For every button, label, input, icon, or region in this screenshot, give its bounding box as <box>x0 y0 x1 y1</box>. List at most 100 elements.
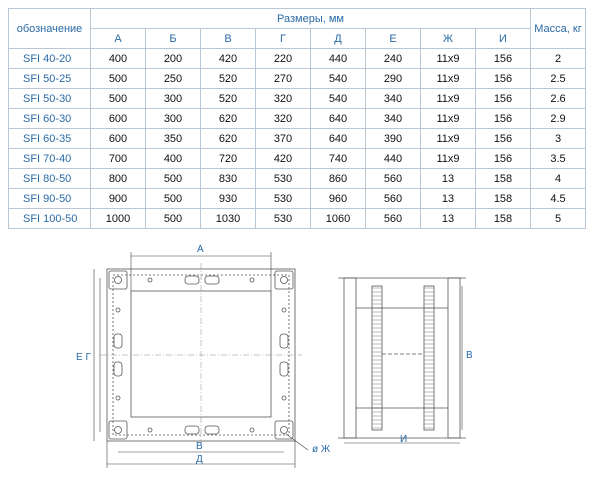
column-header: И <box>475 28 531 49</box>
designation-cell: SFI 70-40 <box>8 148 91 169</box>
dimension-cell: 520 <box>200 88 256 109</box>
dimension-cell: 560 <box>365 208 421 229</box>
dimension-cell: 540 <box>310 88 366 109</box>
dimension-cell: 830 <box>200 168 256 189</box>
dimension-cell: 620 <box>200 108 256 129</box>
mass-cell: 2 <box>530 48 586 69</box>
right-fabric-band <box>423 285 435 431</box>
dimension-cell: 640 <box>310 128 366 149</box>
dim-label-i: И <box>400 434 407 445</box>
dimension-cell: 350 <box>145 128 201 149</box>
hole <box>147 277 153 283</box>
dimension-cell: 530 <box>255 188 311 209</box>
hole <box>114 276 122 284</box>
dimension-cell: 156 <box>475 68 531 89</box>
dimension-cell: 420 <box>200 48 256 69</box>
corner-bracket <box>274 270 294 290</box>
dimension-cell: 720 <box>200 148 256 169</box>
hole <box>280 276 288 284</box>
designation-cell: SFI 50-30 <box>8 88 91 109</box>
hole <box>281 395 287 401</box>
dimension-cell: 320 <box>255 108 311 129</box>
dimension-cell: 11x9 <box>420 108 476 129</box>
dimension-cell: 156 <box>475 128 531 149</box>
dimension-cell: 13 <box>420 208 476 229</box>
dimension-cell: 500 <box>145 168 201 189</box>
mass-cell: 3.5 <box>530 148 586 169</box>
mass-cell: 5 <box>530 208 586 229</box>
dimension-cell: 250 <box>145 68 201 89</box>
corner-brackets <box>108 270 294 440</box>
slot <box>184 275 200 285</box>
dimension-cell: 11x9 <box>420 68 476 89</box>
dimension-cell: 420 <box>255 148 311 169</box>
dimension-cell: 240 <box>365 48 421 69</box>
dimension-cell: 11x9 <box>420 148 476 169</box>
dimension-cell: 500 <box>90 88 146 109</box>
front-view <box>93 252 309 468</box>
designation-cell: SFI 90-50 <box>8 188 91 209</box>
dimension-cell: 560 <box>365 188 421 209</box>
dimension-cell: 500 <box>145 188 201 209</box>
hole <box>249 277 255 283</box>
dimension-cell: 156 <box>475 88 531 109</box>
mass-cell: 4.5 <box>530 188 586 209</box>
column-header: Ж <box>420 28 476 49</box>
dim-label-v: В <box>196 441 203 452</box>
dimension-cell: 1060 <box>310 208 366 229</box>
hole-leader <box>285 433 309 451</box>
side-dimension-lines <box>344 286 463 444</box>
side-slots <box>113 275 289 435</box>
column-header: Д <box>310 28 366 49</box>
mass-cell: 2.9 <box>530 108 586 129</box>
dim-label-hole: ø Ж <box>312 444 331 455</box>
side-view <box>338 277 466 444</box>
dimension-cell: 370 <box>255 128 311 149</box>
left-fabric-band <box>371 285 383 431</box>
dimension-cell: 158 <box>475 208 531 229</box>
dimension-cell: 156 <box>475 148 531 169</box>
dimension-cell: 340 <box>365 108 421 129</box>
hole <box>115 395 121 401</box>
dimension-cell: 11x9 <box>420 128 476 149</box>
hole <box>114 426 122 434</box>
column-header: Б <box>145 28 201 49</box>
dimension-cell: 13 <box>420 188 476 209</box>
hole <box>281 307 287 313</box>
dimension-cell: 500 <box>145 208 201 229</box>
dimension-cell: 520 <box>200 68 256 89</box>
dimension-cell: 560 <box>365 168 421 189</box>
dim-label-a: А <box>197 244 204 255</box>
hole <box>115 307 121 313</box>
dimension-cell: 1000 <box>90 208 146 229</box>
dimension-cell: 530 <box>255 208 311 229</box>
column-header: А <box>90 28 146 49</box>
dimension-cell: 390 <box>365 128 421 149</box>
corner-bracket <box>274 420 294 440</box>
dimension-cell: 200 <box>145 48 201 69</box>
front-centerlines <box>100 263 302 446</box>
dimension-cell: 156 <box>475 108 531 129</box>
dimension-cell: 530 <box>255 168 311 189</box>
column-header: Г <box>255 28 311 49</box>
dim-label-eg: Е Г <box>76 352 91 363</box>
dimension-cell: 11x9 <box>420 88 476 109</box>
hole <box>147 427 153 433</box>
dimension-cell: 300 <box>145 88 201 109</box>
designation-cell: SFI 40-20 <box>8 48 91 69</box>
column-header: Е <box>365 28 421 49</box>
designation-cell: SFI 100-50 <box>8 208 91 229</box>
mounting-holes <box>114 276 288 434</box>
dimension-cell: 540 <box>310 68 366 89</box>
slot <box>279 333 289 349</box>
dimension-cell: 156 <box>475 48 531 69</box>
hole <box>280 426 288 434</box>
slot <box>204 425 220 435</box>
